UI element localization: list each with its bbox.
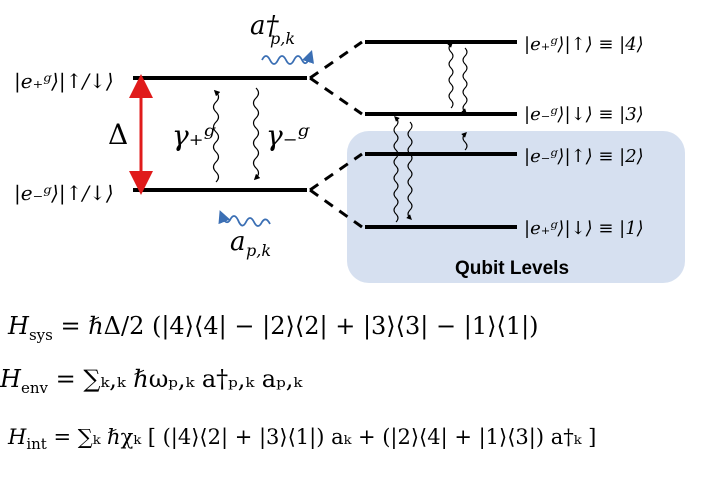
transition-2-1-down xyxy=(406,121,413,220)
h-env-subscript: env xyxy=(20,378,48,397)
a-dagger-label: a† xyxy=(250,11,280,41)
a-subscript: p,k xyxy=(246,241,271,260)
equation-h-env: Henv = ∑ₖ,ₖ ℏωₚ,ₖ a†ₚ,ₖ aₚ,ₖ xyxy=(0,365,302,397)
transition-4-3-up xyxy=(447,42,454,109)
equation-h-sys: Hsys = ℏΔ/2 (|4⟩⟨4| − |2⟩⟨2| + |3⟩⟨3| − … xyxy=(8,312,539,344)
delta-label: Δ xyxy=(108,118,128,151)
a-dagger-subscript: p,k xyxy=(270,29,295,48)
h-env-rhs: = ∑ₖ,ₖ ℏωₚ,ₖ a†ₚ,ₖ aₚ,ₖ xyxy=(55,365,303,393)
gamma-plus-label: γ₊ᵍ xyxy=(172,119,217,152)
a-label: a xyxy=(230,227,246,257)
transition-4-3-down xyxy=(461,47,468,114)
gamma-plus-wavy-arrow xyxy=(212,89,221,183)
absorption-photon xyxy=(218,210,271,227)
qubit-levels-box xyxy=(347,131,685,283)
level-2-label: |e₋ᵍ⟩|↑⟩ ≡ |2⟩ xyxy=(524,146,644,167)
h-int-rhs: = ∑ₖ ℏχₖ [ (|4⟩⟨2| + |3⟩⟨1|) aₖ + (|2⟩⟨4… xyxy=(53,425,597,449)
h-env-symbol: H xyxy=(0,365,21,393)
level-1-label: |e₊ᵍ⟩|↓⟩ ≡ |1⟩ xyxy=(524,218,644,239)
h-sys-symbol: H xyxy=(8,312,29,340)
level-3-label: |e₋ᵍ⟩|↓⟩ ≡ |3⟩ xyxy=(524,104,644,125)
energy-level-diagram: Qubit Levels |e₊ᵍ⟩|↑/↓⟩ |e₋ᵍ⟩|↑/↓⟩ Δ γ₊ᵍ… xyxy=(14,11,685,283)
qubit-levels-label: Qubit Levels xyxy=(455,258,569,279)
equation-h-int: Hint = ∑ₖ ℏχₖ [ (|4⟩⟨2| + |3⟩⟨1|) aₖ + (… xyxy=(8,425,596,453)
level-4-label: |e₊ᵍ⟩|↑⟩ ≡ |4⟩ xyxy=(524,34,644,55)
gamma-minus-label: γ₋ᵍ xyxy=(266,119,311,152)
emission-photon xyxy=(261,50,314,65)
h-int-symbol: H xyxy=(8,425,27,449)
h-sys-subscript: sys xyxy=(28,325,53,344)
left-lower-level-label: |e₋ᵍ⟩|↑/↓⟩ xyxy=(14,181,114,206)
gamma-minus-wavy-arrow xyxy=(252,87,261,181)
transition-3-2-up xyxy=(461,132,468,151)
transition-2-1-up xyxy=(393,116,400,223)
h-int-subscript: int xyxy=(26,435,47,454)
h-sys-rhs: = ℏΔ/2 (|4⟩⟨4| − |2⟩⟨2| + |3⟩⟨3| − |1⟩⟨1… xyxy=(60,312,539,340)
left-upper-level-label: |e₊ᵍ⟩|↑/↓⟩ xyxy=(14,69,114,94)
